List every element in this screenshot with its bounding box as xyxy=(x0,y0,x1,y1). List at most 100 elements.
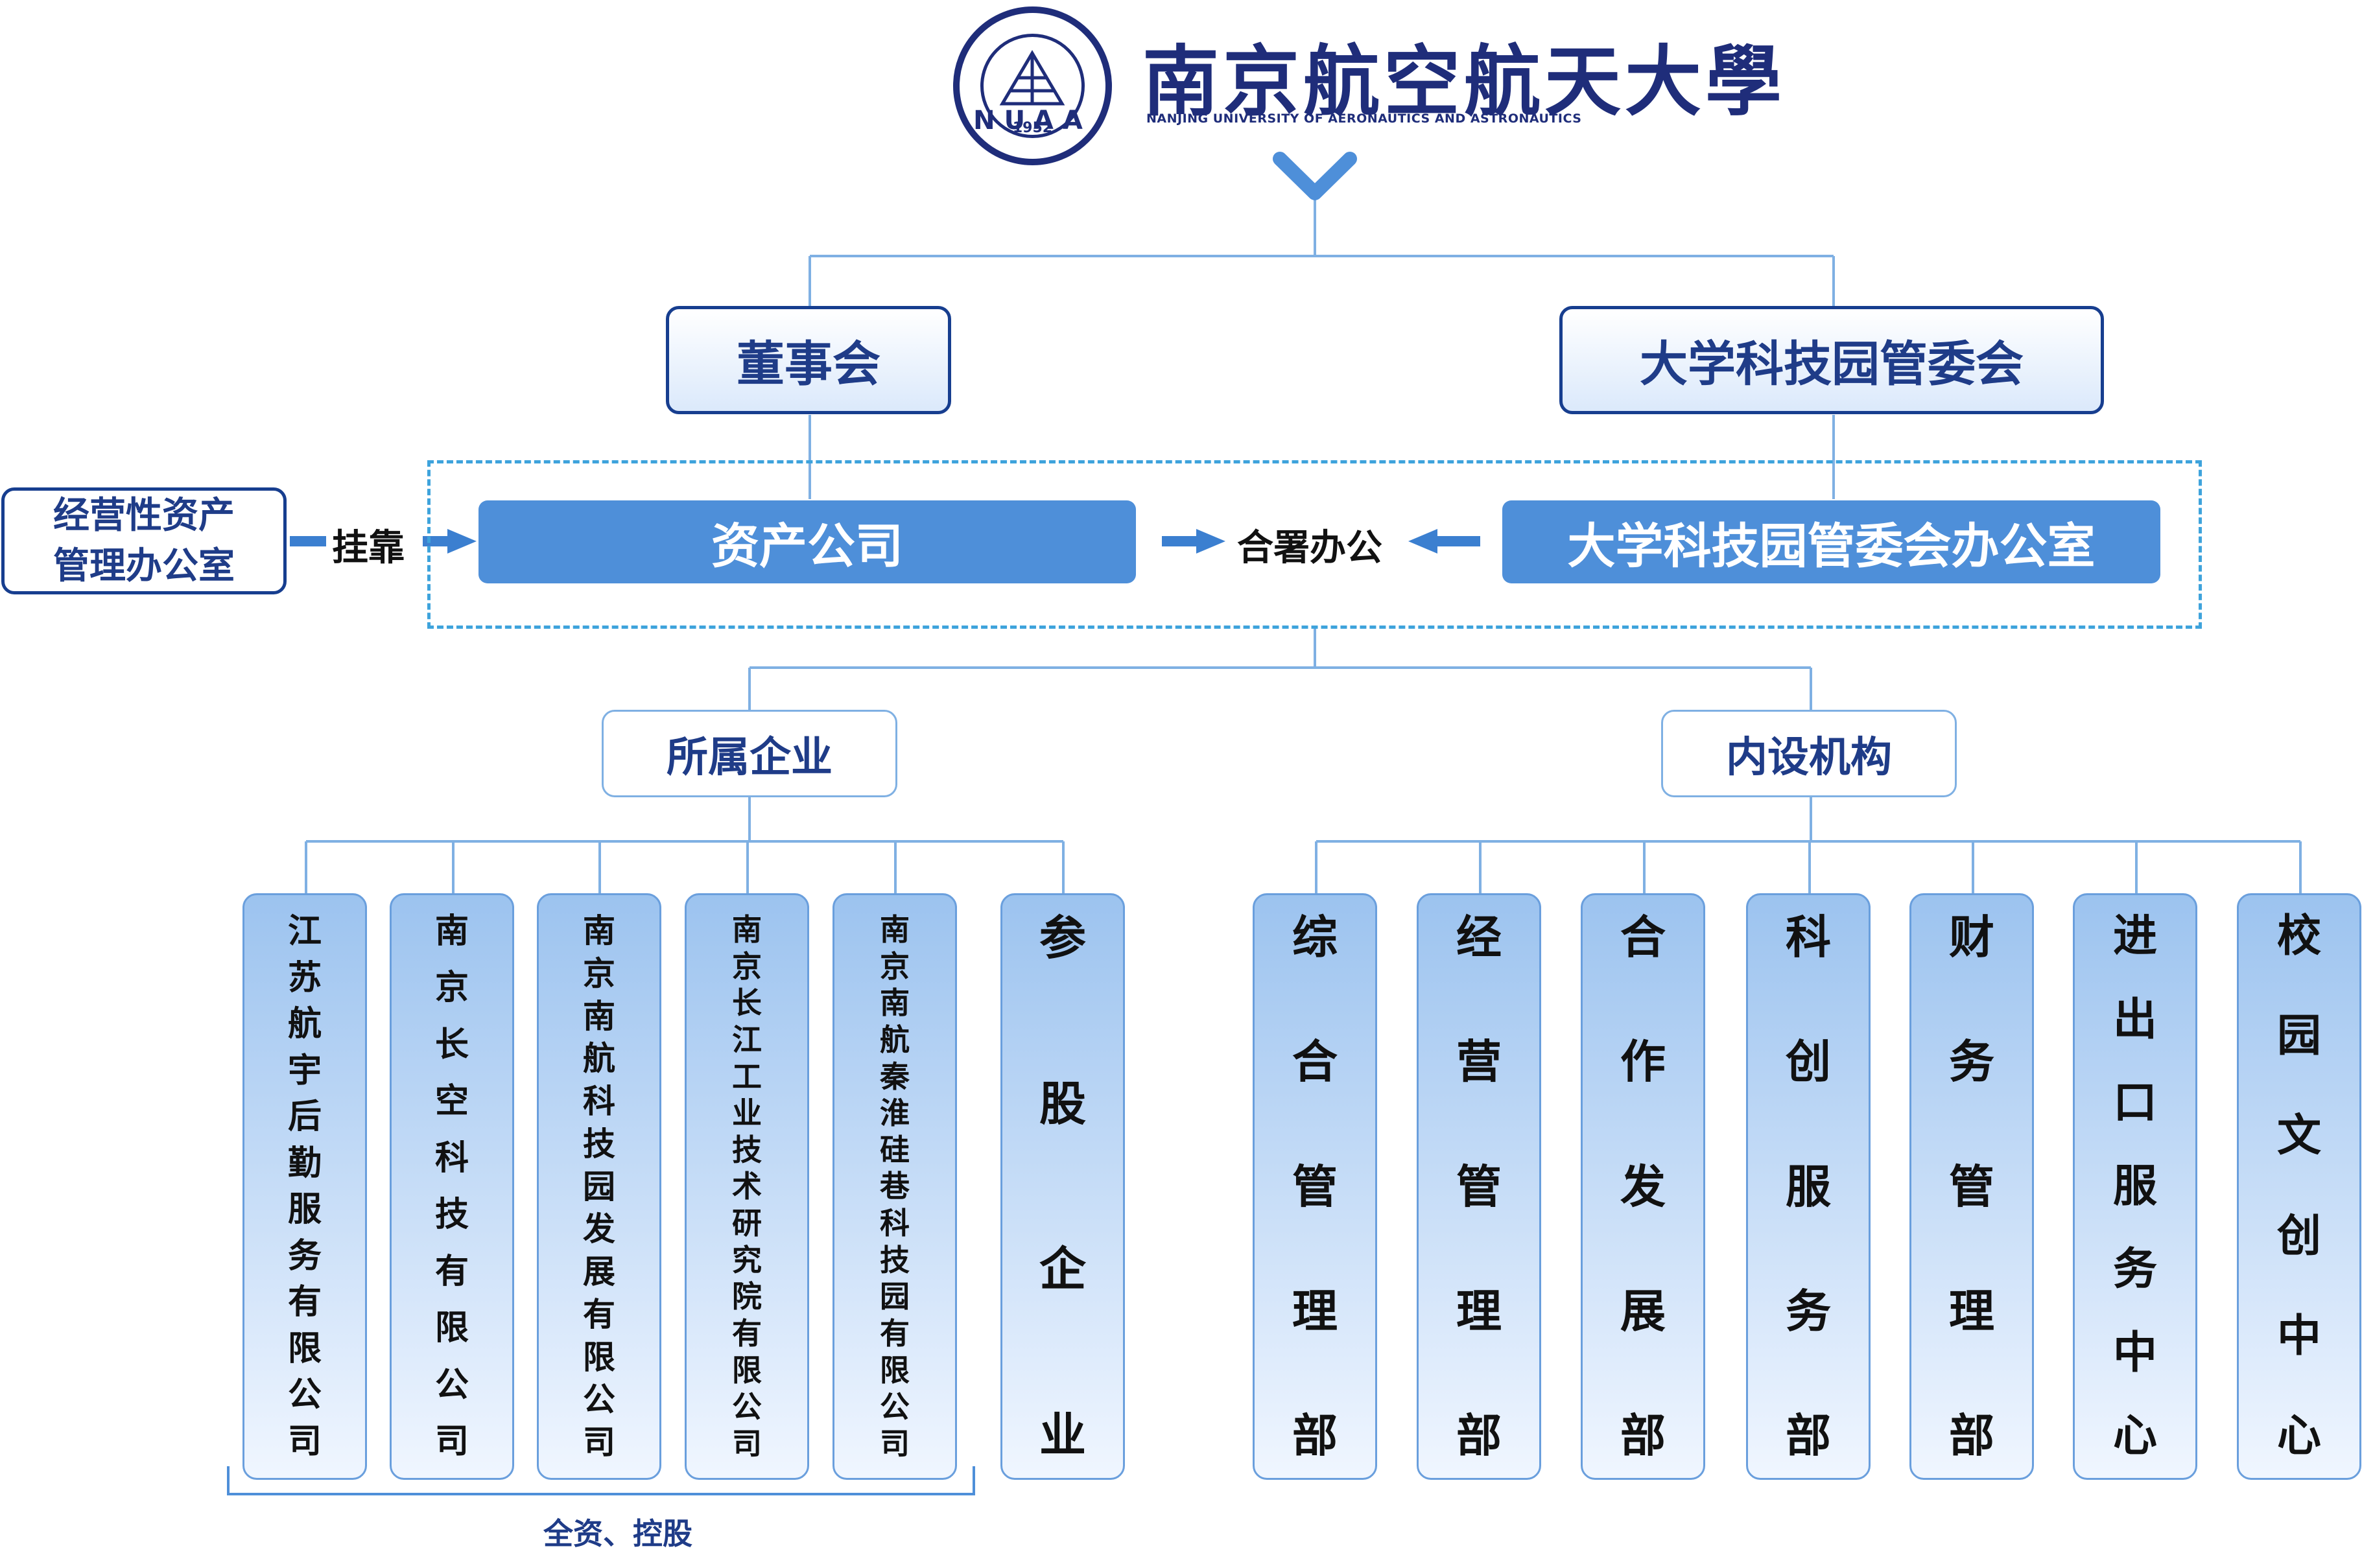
joint-office-dashed-frame xyxy=(427,460,2202,629)
departments-category-box: 内设机构 xyxy=(1661,710,1957,797)
university-seal-logo: 1952 NUAA xyxy=(953,6,1112,165)
department-column-5-char-4: 理 xyxy=(1949,1284,1994,1338)
department-column-4-char-4: 务 xyxy=(1786,1284,1831,1338)
asset-management-office-box: 经营性资产 管理办公室 xyxy=(1,487,287,594)
enterprise-column-5-char-14: 公 xyxy=(880,1389,910,1425)
enterprise-column-4-char-7: 技 xyxy=(732,1132,762,1167)
asset-company-box: 资产公司 xyxy=(478,500,1136,583)
park-committee-office-box: 大学科技园管委会办公室 xyxy=(1502,500,2160,583)
enterprise-column-5-char-9: 科 xyxy=(880,1206,910,1241)
department-column-6-char-2: 出 xyxy=(2112,994,2157,1046)
enterprise-column-4-char-6: 业 xyxy=(732,1095,762,1131)
enterprise-column-3-char-4: 航 xyxy=(583,1040,615,1078)
university-name-en: NANJING UNIVERSITY OF AERONAUTICS AND AS… xyxy=(1146,111,1582,126)
enterprise-column-3: 南京南航科技园发展有限公司 xyxy=(537,893,661,1480)
enterprise-column-5-char-11: 园 xyxy=(880,1279,910,1315)
enterprise-column-3-char-6: 技 xyxy=(583,1125,615,1163)
university-name-cn: 南京航空航天大學 xyxy=(1142,36,1786,126)
enterprise-column-2-char-10: 司 xyxy=(434,1422,469,1461)
enterprise-column-6-char-4: 业 xyxy=(1039,1407,1086,1462)
enterprise-column-5-char-2: 京 xyxy=(880,948,910,984)
department-column-1-char-5: 部 xyxy=(1292,1409,1338,1462)
enterprise-column-4-char-3: 长 xyxy=(732,985,762,1021)
asset-office-line-1: 经营性资产 xyxy=(53,494,235,537)
department-column-6-char-1: 进 xyxy=(2112,911,2157,962)
department-column-2-char-4: 理 xyxy=(1456,1284,1502,1338)
department-column-6-char-4: 服 xyxy=(2112,1160,2157,1212)
department-column-7-char-2: 园 xyxy=(2276,1011,2321,1062)
department-column-5-char-2: 务 xyxy=(1949,1035,1994,1089)
department-column-1: 综合管理部 xyxy=(1253,893,1377,1480)
enterprise-column-1-char-6: 勤 xyxy=(287,1143,322,1183)
enterprise-column-5-char-4: 航 xyxy=(880,1022,910,1057)
park-committee-box: 大学科技园管委会 xyxy=(1559,306,2104,414)
department-column-6-char-3: 口 xyxy=(2112,1077,2157,1129)
enterprise-column-5-char-6: 淮 xyxy=(880,1095,910,1131)
department-column-1-char-1: 综 xyxy=(1292,911,1338,964)
enterprise-column-4-char-1: 南 xyxy=(732,912,762,947)
department-column-5-char-1: 财 xyxy=(1949,911,1994,964)
enterprise-column-5-char-13: 限 xyxy=(880,1352,910,1388)
enterprise-column-1-char-11: 公 xyxy=(287,1375,322,1415)
enterprise-column-5-char-10: 技 xyxy=(880,1242,910,1278)
arrow-right-icon xyxy=(1196,529,1225,554)
department-column-4-char-1: 科 xyxy=(1786,911,1831,964)
enterprise-column-1-char-5: 后 xyxy=(287,1097,322,1137)
enterprise-column-3-char-9: 展 xyxy=(583,1253,615,1291)
board-of-directors-box: 董事会 xyxy=(666,306,951,414)
enterprise-column-2-char-8: 限 xyxy=(434,1309,469,1348)
department-column-3: 合作发展部 xyxy=(1581,893,1705,1480)
enterprise-column-5-char-1: 南 xyxy=(880,912,910,947)
enterprise-column-5-char-7: 硅 xyxy=(880,1132,910,1167)
affiliated-label: 挂靠 xyxy=(332,527,405,569)
enterprise-column-4-char-2: 京 xyxy=(732,948,762,984)
enterprise-column-1-char-4: 宇 xyxy=(287,1051,322,1090)
enterprise-column-1-char-12: 司 xyxy=(287,1422,322,1461)
enterprise-column-2-char-6: 技 xyxy=(434,1195,469,1235)
enterprise-column-5-char-5: 秦 xyxy=(880,1059,910,1094)
enterprise-column-5-char-3: 南 xyxy=(880,985,910,1021)
bracket-shape xyxy=(227,1466,975,1495)
department-column-4-char-2: 创 xyxy=(1786,1035,1831,1089)
asset-office-line-2: 管理办公室 xyxy=(53,544,235,587)
department-column-5-char-5: 部 xyxy=(1949,1409,1994,1462)
enterprise-column-2-char-3: 长 xyxy=(434,1025,469,1064)
joint-office-label: 合署办公 xyxy=(1237,527,1382,569)
enterprise-column-2-char-2: 京 xyxy=(434,968,469,1008)
department-column-3-char-3: 发 xyxy=(1620,1160,1666,1213)
enterprise-column-2-char-1: 南 xyxy=(434,912,469,951)
departments-label: 内设机构 xyxy=(1726,733,1892,782)
department-column-2-char-1: 经 xyxy=(1456,911,1502,964)
enterprise-column-2-char-9: 公 xyxy=(434,1365,469,1405)
department-column-3-char-1: 合 xyxy=(1620,911,1666,964)
enterprise-column-3-char-1: 南 xyxy=(583,912,615,950)
enterprise-column-3-char-10: 有 xyxy=(583,1295,615,1333)
department-column-7-char-1: 校 xyxy=(2276,911,2321,962)
enterprise-column-3-char-5: 科 xyxy=(583,1082,615,1120)
enterprise-column-1-char-1: 江 xyxy=(287,912,322,951)
park-office-label: 大学科技园管委会办公室 xyxy=(1567,518,2096,574)
enterprise-column-3-char-3: 南 xyxy=(583,997,615,1035)
department-column-3-char-4: 展 xyxy=(1620,1284,1666,1338)
enterprise-column-3-char-12: 公 xyxy=(583,1381,615,1419)
department-column-4-char-5: 部 xyxy=(1786,1409,1831,1462)
department-column-2-char-3: 管 xyxy=(1456,1160,1502,1213)
chevron-down-icon xyxy=(1273,152,1357,200)
enterprise-column-3-char-2: 京 xyxy=(583,954,615,992)
enterprise-column-1-char-2: 苏 xyxy=(287,958,322,998)
seal-year: 1952 xyxy=(1012,120,1053,136)
department-column-6-char-6: 中 xyxy=(2112,1327,2157,1379)
enterprise-column-5-char-12: 有 xyxy=(880,1316,910,1352)
department-column-2: 经营管理部 xyxy=(1417,893,1541,1480)
arrow-left-icon xyxy=(1408,529,1437,554)
enterprise-column-4-char-9: 研 xyxy=(732,1206,762,1241)
enterprise-column-4-char-11: 院 xyxy=(732,1279,762,1315)
asset-company-label: 资产公司 xyxy=(711,518,903,574)
arrow-shaft-left xyxy=(290,536,326,546)
enterprise-column-3-char-7: 园 xyxy=(583,1167,615,1206)
park-committee-label: 大学科技园管委会 xyxy=(1640,336,2024,392)
enterprise-column-2: 南京长空科技有限公司 xyxy=(390,893,514,1480)
wholly-owned-label: 全资、控股 xyxy=(543,1516,692,1551)
